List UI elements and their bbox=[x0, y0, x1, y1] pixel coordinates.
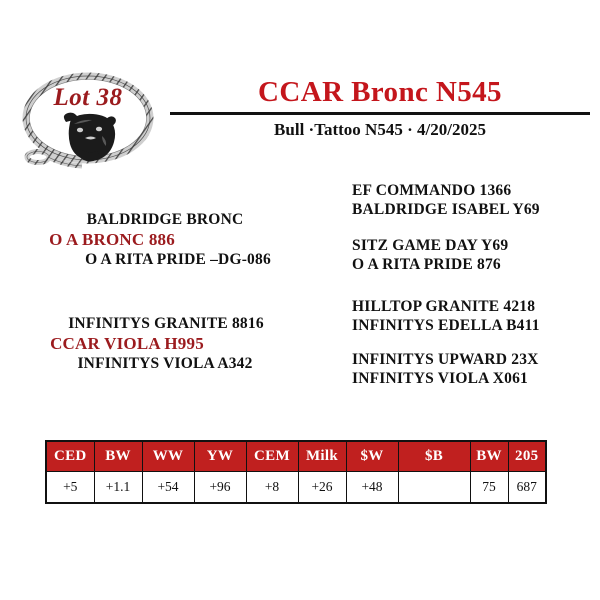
grandparent-name: O A RITA PRIDE 876 bbox=[352, 256, 501, 273]
sire-sire-name: BALDRIDGE BRONC bbox=[86, 211, 244, 228]
grandparent-pair: INFINITYS UPWARD 23X INFINITYS VIOLA X06… bbox=[352, 350, 600, 388]
grandparent-name: BALDRIDGE ISABEL Y69 bbox=[352, 201, 540, 218]
dam-dam-name: INFINITYS VIOLA A342 bbox=[77, 355, 253, 372]
grandparent-name: HILLTOP GRANITE 4218 bbox=[352, 298, 536, 315]
dam-name: CCAR VIOLA H995 bbox=[50, 334, 204, 353]
epd-value-yw: +96 bbox=[193, 471, 247, 504]
epd-value-dollar-w: +48 bbox=[345, 471, 399, 504]
lot-logo: Lot 38 bbox=[12, 62, 164, 180]
epd-value-ww: +54 bbox=[141, 471, 195, 504]
epd-header-ced: CED bbox=[45, 440, 95, 472]
epd-header-milk: Milk bbox=[297, 440, 347, 472]
dam-sire-name: INFINITYS GRANITE 8816 bbox=[68, 315, 264, 332]
epd-table-container: CED BW WW YW CEM Milk $W $B BW 205 +5 +1… bbox=[45, 440, 547, 504]
epd-value-row: +5 +1.1 +54 +96 +8 +26 +48 75 687 bbox=[45, 471, 547, 504]
epd-value-milk: +26 bbox=[297, 471, 347, 504]
epd-header-dollar-w: $W bbox=[345, 440, 399, 472]
epd-header-ww: WW bbox=[141, 440, 195, 472]
grandparent-pair: HILLTOP GRANITE 4218 INFINITYS EDELLA B4… bbox=[352, 297, 600, 335]
sire-pedigree-group: BALDRIDGE BRONC O A BRONC 886 O A RITA P… bbox=[0, 210, 320, 269]
epd-value-bw: +1.1 bbox=[93, 471, 143, 504]
sire-dam-name: O A RITA PRIDE –DG-086 bbox=[85, 251, 271, 268]
sire-name: O A BRONC 886 bbox=[49, 230, 175, 249]
epd-value-205: 687 bbox=[507, 471, 547, 504]
grandparent-pair: SITZ GAME DAY Y69 O A RITA PRIDE 876 bbox=[352, 236, 600, 274]
page-title: CCAR Bronc N545 bbox=[258, 76, 502, 108]
epd-value-dollar-b bbox=[397, 471, 471, 504]
grandparent-name: SITZ GAME DAY Y69 bbox=[352, 237, 509, 254]
epd-header-row: CED BW WW YW CEM Milk $W $B BW 205 bbox=[45, 440, 547, 472]
epd-header-yw: YW bbox=[193, 440, 247, 472]
epd-value-actual-bw: 75 bbox=[469, 471, 509, 504]
epd-header-205: 205 bbox=[507, 440, 547, 472]
epd-header-actual-bw: BW bbox=[469, 440, 509, 472]
page-subtitle: Bull ·Tattoo N545 · 4/20/2025 bbox=[274, 120, 486, 139]
grandparent-pair: EF COMMANDO 1366 BALDRIDGE ISABEL Y69 bbox=[352, 181, 600, 219]
epd-value-cem: +8 bbox=[245, 471, 299, 504]
grandparent-name: INFINITYS UPWARD 23X bbox=[352, 351, 539, 368]
title-divider bbox=[170, 112, 590, 115]
epd-header-dollar-b: $B bbox=[397, 440, 471, 472]
epd-value-ced: +5 bbox=[45, 471, 95, 504]
grandparent-name: INFINITYS EDELLA B411 bbox=[352, 317, 540, 334]
bull-head-icon bbox=[63, 112, 116, 162]
epd-table: CED BW WW YW CEM Milk $W $B BW 205 +5 +1… bbox=[45, 440, 547, 504]
grandparent-name: INFINITYS VIOLA X061 bbox=[352, 370, 528, 387]
epd-header-cem: CEM bbox=[245, 440, 299, 472]
dam-pedigree-group: INFINITYS GRANITE 8816 CCAR VIOLA H995 I… bbox=[0, 314, 320, 373]
epd-header-bw: BW bbox=[93, 440, 143, 472]
grandparent-name: EF COMMANDO 1366 bbox=[352, 182, 512, 199]
